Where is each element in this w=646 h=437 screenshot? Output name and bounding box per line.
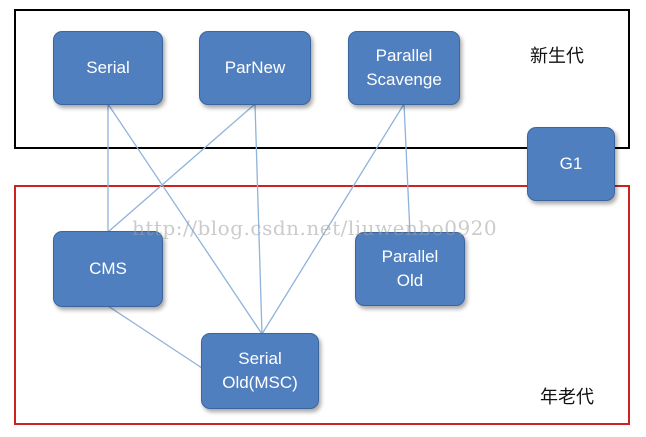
- edge-parallel-scavenge-parallel-old: [403, 103, 411, 235]
- edge-cms-serial-old: [107, 305, 203, 369]
- edge-serial-serial-old: [107, 103, 263, 335]
- cms-node[interactable]: CMS: [53, 231, 163, 307]
- serial-node[interactable]: Serial: [53, 31, 163, 105]
- g1-label: G1: [559, 154, 583, 173]
- young-generation-label: 新生代: [530, 46, 584, 67]
- serial-old-label: Serial Old(MSC): [222, 349, 298, 392]
- old-generation-label: 年老代: [540, 387, 594, 408]
- young-generation-region: [14, 9, 630, 149]
- edge-parallel-scavenge-serial-old: [261, 103, 405, 335]
- serial-old-node[interactable]: Serial Old(MSC): [201, 333, 319, 409]
- old-generation-region: [14, 185, 630, 425]
- edge-parnew-serial-old: [254, 103, 263, 335]
- parallel-old-node[interactable]: Parallel Old: [355, 232, 465, 306]
- cms-label: CMS: [89, 259, 127, 278]
- watermark-text: http://blog.csdn.net/liuwenbo0920: [132, 216, 498, 240]
- parallel-scavenge-node[interactable]: Parallel Scavenge: [348, 31, 460, 105]
- edge-parnew-cms: [107, 103, 256, 233]
- parallel-scavenge-label: Parallel Scavenge: [366, 46, 442, 89]
- parallel-old-label: Parallel Old: [381, 247, 439, 290]
- serial-label: Serial: [86, 58, 130, 77]
- parnew-label: ParNew: [224, 58, 286, 77]
- parnew-node[interactable]: ParNew: [199, 31, 311, 105]
- g1-node[interactable]: G1: [527, 127, 615, 201]
